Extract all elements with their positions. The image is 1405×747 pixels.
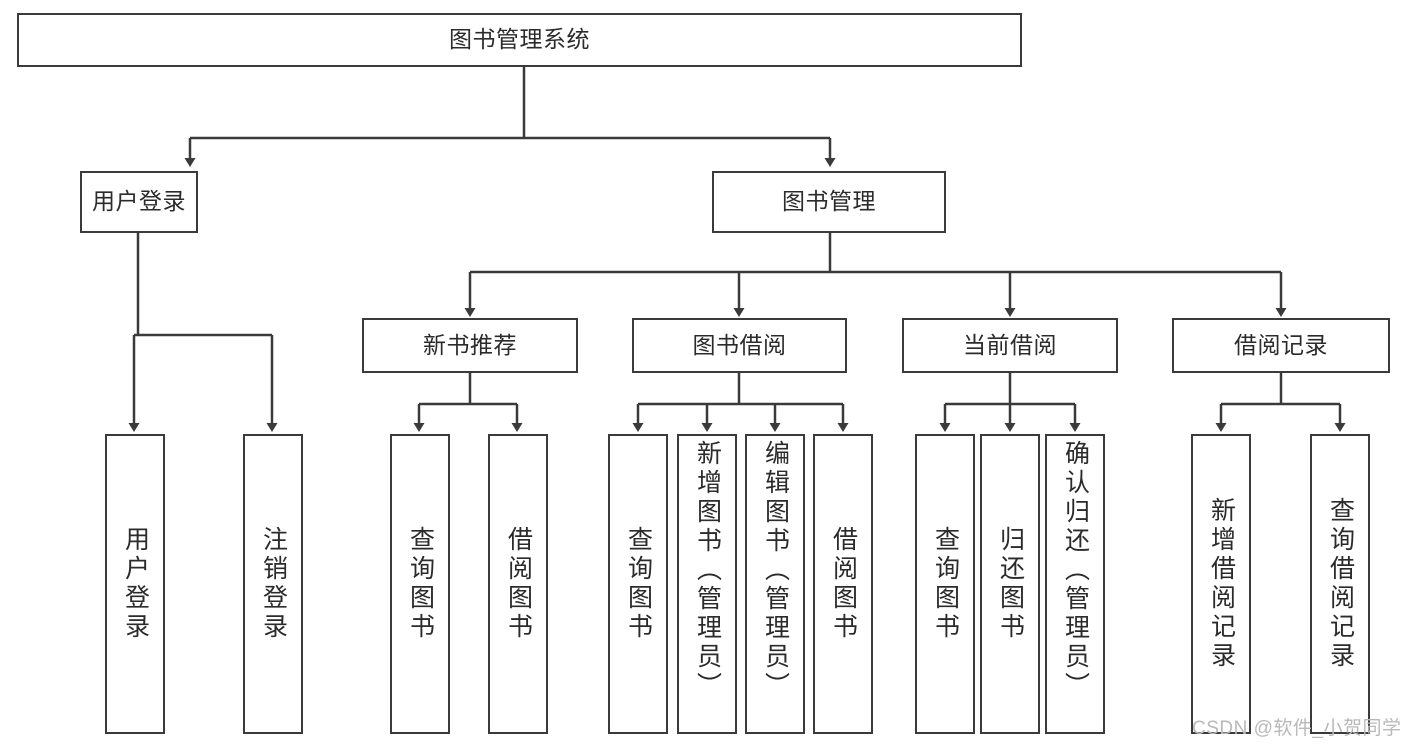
node-leaf-borrow-book-1-label: 借阅图书 bbox=[504, 526, 533, 642]
node-borrow-record-label: 借阅记录 bbox=[1234, 331, 1328, 358]
node-leaf-query-book-3-label: 查询图书 bbox=[931, 526, 960, 642]
node-leaf-query-book-2[interactable]: 查询图书 bbox=[608, 434, 668, 734]
node-leaf-user-login[interactable]: 用户登录 bbox=[105, 434, 165, 734]
node-book-management-label: 图书管理 bbox=[782, 188, 876, 215]
node-leaf-query-record[interactable]: 查询借阅记录 bbox=[1310, 434, 1370, 734]
csdn-watermark: CSDN @软件_小贺同学 bbox=[1192, 718, 1402, 739]
node-new-book-recommend-label: 新书推荐 bbox=[423, 331, 517, 358]
node-leaf-confirm-return-label: 确认归还（管理员） bbox=[1061, 440, 1090, 701]
node-leaf-query-book-2-label: 查询图书 bbox=[624, 526, 653, 642]
node-leaf-logout-login[interactable]: 注销登录 bbox=[243, 434, 303, 734]
node-leaf-query-book-1[interactable]: 查询图书 bbox=[390, 434, 450, 734]
node-leaf-add-record-label: 新增借阅记录 bbox=[1207, 497, 1236, 671]
node-leaf-add-record[interactable]: 新增借阅记录 bbox=[1191, 434, 1251, 734]
node-leaf-borrow-book-1[interactable]: 借阅图书 bbox=[488, 434, 548, 734]
node-book-borrow-label: 图书借阅 bbox=[692, 331, 787, 358]
node-leaf-edit-book[interactable]: 编辑图书（管理员） bbox=[745, 434, 805, 734]
node-root[interactable]: 图书管理系统 bbox=[17, 13, 1022, 67]
node-new-book-recommend[interactable]: 新书推荐 bbox=[362, 318, 578, 373]
node-leaf-query-book-1-label: 查询图书 bbox=[406, 526, 435, 642]
node-leaf-borrow-book-2[interactable]: 借阅图书 bbox=[813, 434, 873, 734]
node-leaf-return-book-label: 归还图书 bbox=[996, 526, 1025, 642]
node-leaf-user-login-label: 用户登录 bbox=[121, 526, 150, 642]
node-book-borrow[interactable]: 图书借阅 bbox=[632, 318, 847, 373]
node-leaf-confirm-return[interactable]: 确认归还（管理员） bbox=[1045, 434, 1105, 734]
node-leaf-query-book-3[interactable]: 查询图书 bbox=[915, 434, 975, 734]
node-root-label: 图书管理系统 bbox=[449, 26, 590, 53]
node-current-borrow-label: 当前借阅 bbox=[963, 331, 1057, 358]
node-leaf-return-book[interactable]: 归还图书 bbox=[980, 434, 1040, 734]
node-leaf-add-book-label: 新增图书（管理员） bbox=[693, 440, 722, 701]
node-leaf-borrow-book-2-label: 借阅图书 bbox=[829, 526, 858, 642]
node-current-borrow[interactable]: 当前借阅 bbox=[902, 318, 1118, 373]
node-leaf-logout-login-label: 注销登录 bbox=[259, 526, 288, 642]
node-user-login-label: 用户登录 bbox=[92, 188, 186, 215]
node-user-login[interactable]: 用户登录 bbox=[80, 171, 198, 233]
node-leaf-edit-book-label: 编辑图书（管理员） bbox=[761, 440, 790, 701]
node-book-management[interactable]: 图书管理 bbox=[712, 171, 946, 233]
node-borrow-record[interactable]: 借阅记录 bbox=[1172, 318, 1390, 373]
node-leaf-query-record-label: 查询借阅记录 bbox=[1326, 497, 1355, 671]
node-leaf-add-book[interactable]: 新增图书（管理员） bbox=[677, 434, 737, 734]
